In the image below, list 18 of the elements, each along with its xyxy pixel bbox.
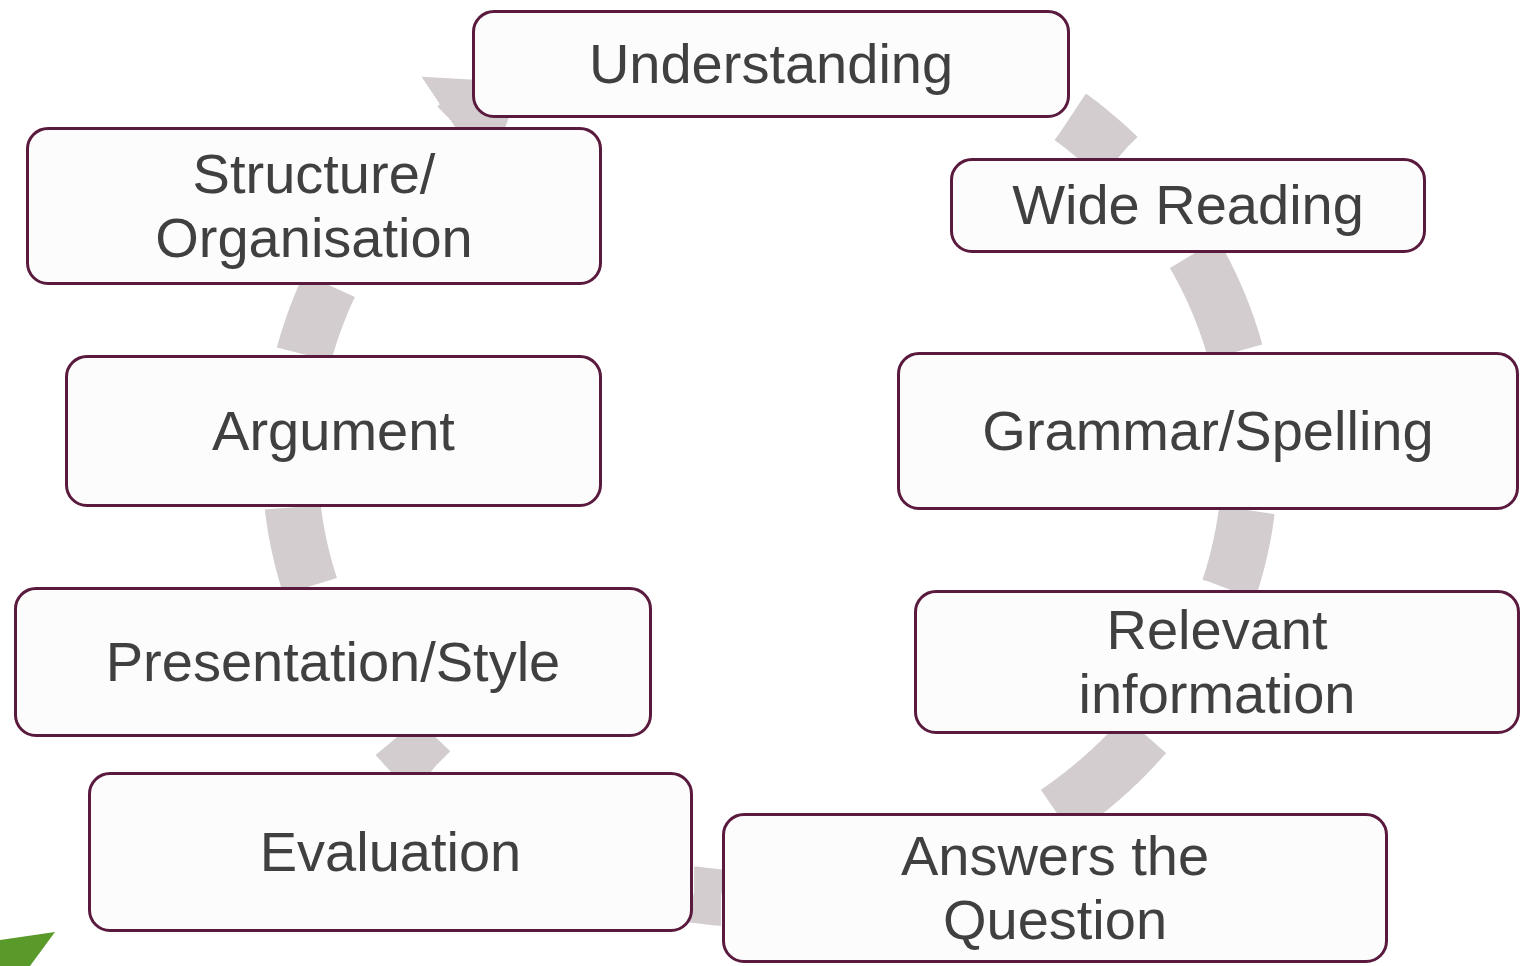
box-label: Understanding: [588, 31, 954, 97]
process-box: [722, 813, 1388, 963]
box-label: Evaluation: [259, 819, 522, 885]
process-box: [26, 127, 602, 285]
process-box: [472, 10, 1070, 118]
box-label: Structure/ Organisation: [154, 141, 474, 271]
box-label: Answers the Question: [899, 823, 1211, 953]
process-box: [950, 158, 1426, 253]
process-box: [88, 772, 693, 932]
process-box: [897, 352, 1519, 510]
process-box: [914, 590, 1520, 734]
box-label: Presentation/Style: [105, 629, 561, 695]
box-label: Wide Reading: [1012, 173, 1364, 238]
box-label: Grammar/Spelling: [982, 398, 1434, 464]
process-box: [14, 587, 652, 737]
box-label: Relevant information: [1077, 597, 1357, 727]
process-box: [65, 355, 602, 507]
box-label: Argument: [212, 398, 455, 464]
